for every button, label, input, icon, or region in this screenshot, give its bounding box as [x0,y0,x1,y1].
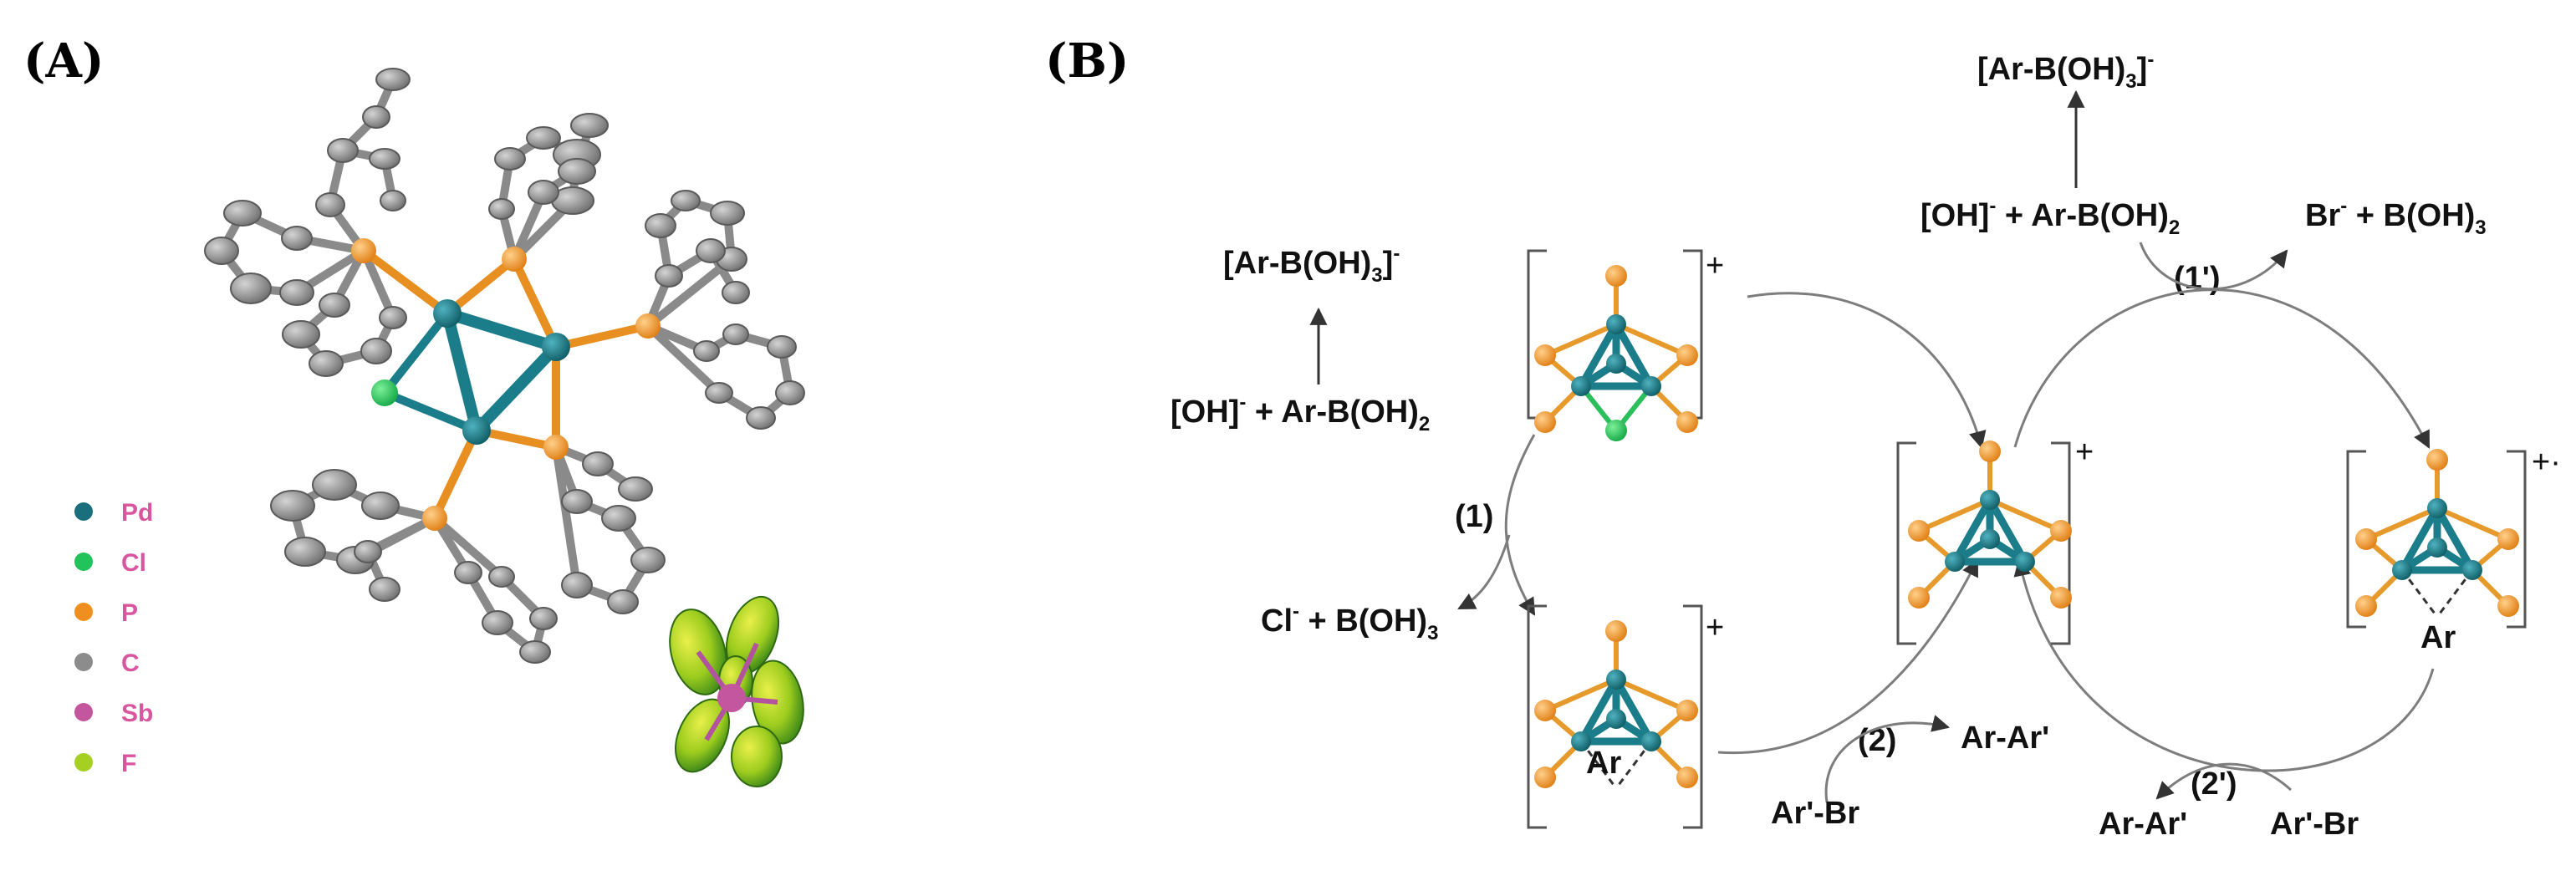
pd-atom [1945,552,1965,572]
charge-bottom-left: + [1706,610,1724,645]
p-atom [2497,528,2519,550]
p-atom [1605,620,1627,642]
p-atom [2355,528,2377,550]
bracket-right [2507,450,2527,629]
p-atom [1979,441,2001,462]
legend-pd-label: Pd [121,499,153,527]
pd-atom [1641,376,1661,396]
complex-bottom-left [1527,604,1703,829]
ar-label-bottom: Ar [1586,746,1621,781]
legend-cl-label: Cl [121,549,146,577]
p-atom [1676,700,1698,721]
panel-a-label: (A) [23,33,104,89]
p-atom [1676,766,1698,788]
legend-p-label: P [121,599,138,627]
legend-sb-swatch [74,703,93,721]
charge-center: + [2075,435,2094,470]
legend-sb-label: Sb [121,700,153,727]
pd-atom [1606,709,1626,729]
pd-atom [1571,731,1591,751]
pd-atom [1571,376,1591,396]
charge-top-left: + [1706,248,1724,283]
pd-atom [1606,314,1626,334]
step-1-label: (1) [1455,499,1493,534]
bracket-left [1527,604,1547,829]
pd-atom [1606,670,1626,690]
p-atom [1534,411,1556,433]
step-2-reagent: Ar'-Br [1771,796,1859,831]
p-atom [1534,344,1556,366]
pd-atom [2462,560,2482,580]
right-reagents: [OH]- + Ar-B(OH)2 [1921,195,2180,239]
top-left-species: [Ar-B(OH)3]- [1223,242,1400,287]
legend-f-swatch [74,753,93,772]
panel-b-label: (B) [1045,33,1129,89]
step-2p-label: (2') [2191,766,2237,802]
pd-atom [1641,731,1661,751]
sbf6-anion [669,595,804,787]
p-atom [1676,411,1698,433]
left-product: Cl- + B(OH)3 [1261,600,1438,644]
legend-p-swatch [74,603,93,621]
step-2p-reagent: Ar'-Br [2270,807,2359,842]
crystal-structure [204,68,805,664]
bracket-left [1896,441,1916,645]
catalytic-scheme: [Ar-B(OH)3]- [OH]- + Ar-B(OH)2 (1) Cl- +… [1171,48,2561,842]
pd-atom [2392,560,2412,580]
bracket-left [1527,249,1547,420]
p-atom [2050,520,2072,542]
legend-f-label: F [121,750,136,777]
bracket-right [1683,249,1703,420]
p-atom [1534,766,1556,788]
legend-c-label: C [121,649,140,677]
p-atom [1605,265,1627,287]
pd-atom [2427,537,2447,558]
legend-cl-swatch [74,553,93,571]
p-atom [1676,344,1698,366]
p-atom [2497,595,2519,617]
pd-atom [1606,354,1626,374]
complex-top-left [1527,249,1703,441]
p-atom [1908,587,1930,609]
bracket-right [1683,604,1703,829]
complex-right [2346,449,2527,629]
bracket-right [2051,441,2071,645]
step-2-product: Ar-Ar' [1961,721,2049,756]
p-atom [2355,595,2377,617]
complex-center [1896,441,2072,645]
p-atom [1908,520,1930,542]
pd-atom [2015,552,2035,572]
legend-pd-swatch [74,502,93,521]
pd-atom [2427,498,2447,518]
pd-atom [1980,529,2000,549]
cl-atom [1605,420,1627,441]
charge-right: +· [2532,445,2561,480]
p-atom [1534,700,1556,721]
p-atom [2050,587,2072,609]
left-reagents: [OH]- + Ar-B(OH)2 [1171,391,1430,435]
legend-c-swatch [74,653,93,671]
step-2p-product: Ar-Ar' [2099,807,2187,842]
top-right-species: [Ar-B(OH)3]- [1977,48,2154,93]
bracket-left [2346,450,2366,629]
ar-label-right: Ar [2420,620,2456,655]
right-product: Br- + B(OH)3 [2305,195,2487,239]
pd-atom [1980,490,2000,510]
p-atom [2426,449,2448,471]
